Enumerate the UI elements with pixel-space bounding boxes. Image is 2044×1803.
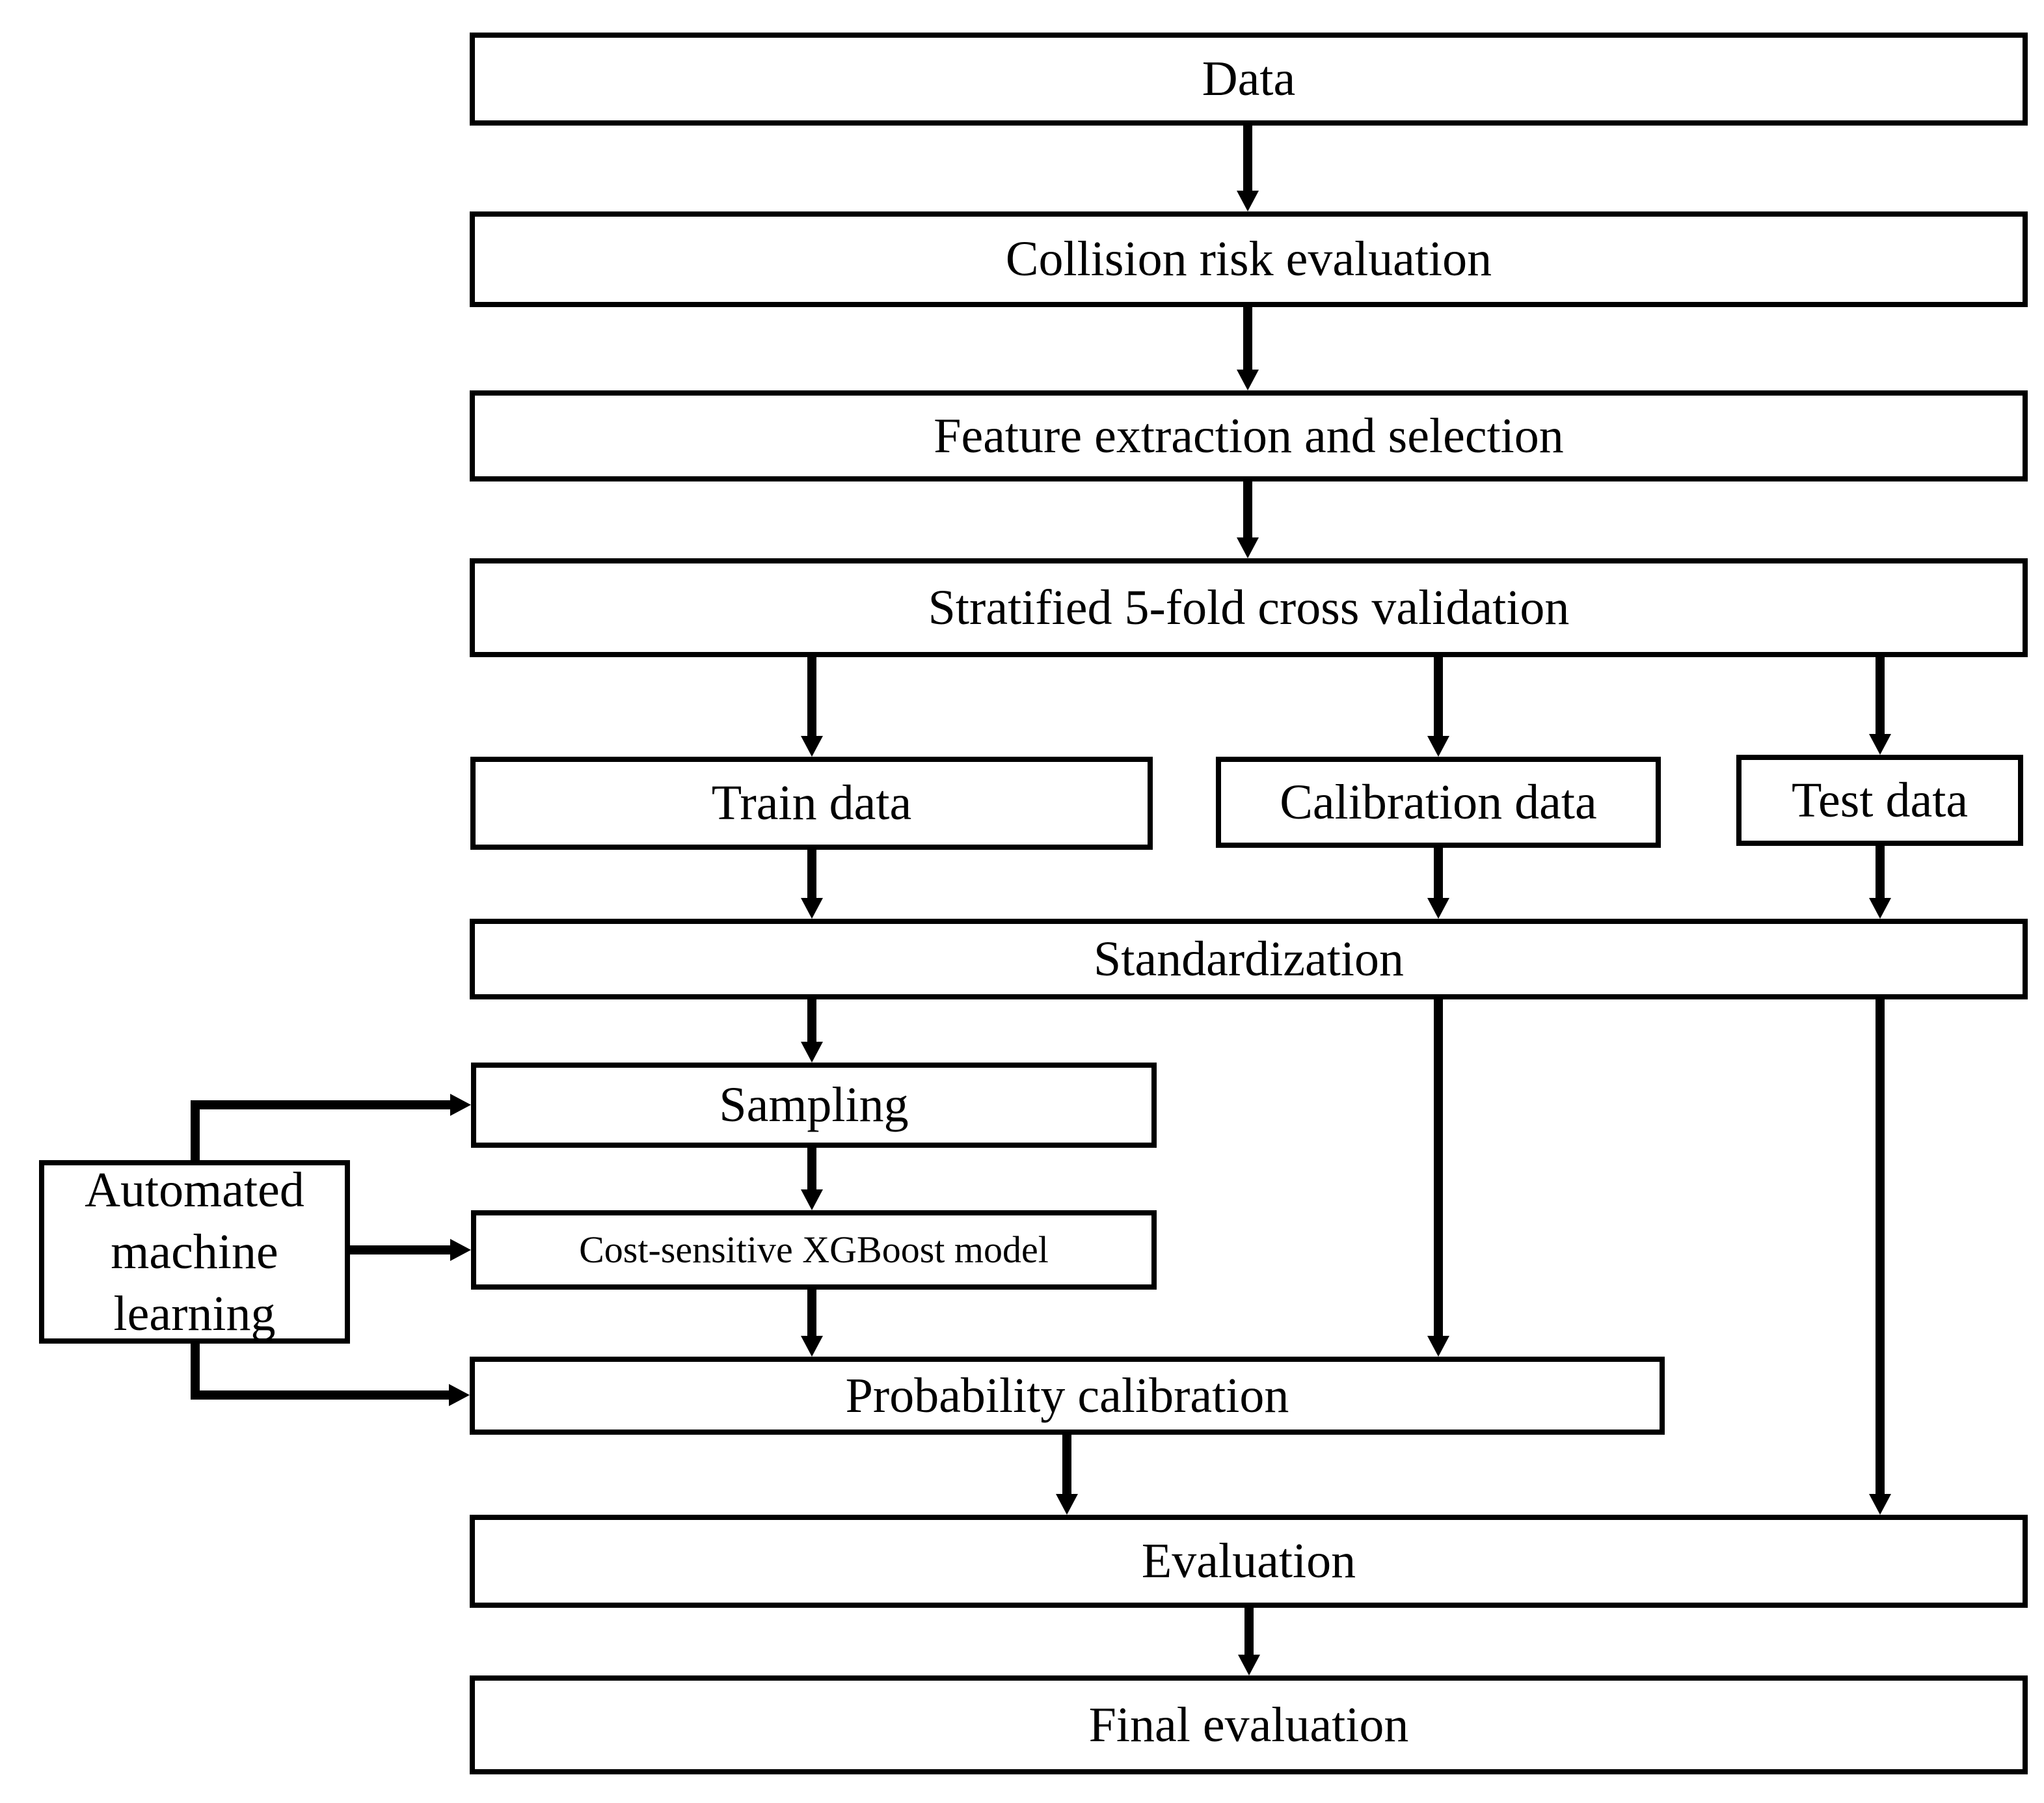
edge-xgboost-probcalibration-arrowhead — [801, 1336, 823, 1357]
edge-stratified-test-arrowhead — [1869, 734, 1891, 755]
edge-standardization-evaluation-line — [1876, 999, 1885, 1494]
edge-test-standardization-arrowhead — [1869, 898, 1891, 919]
edge-collision-feature-arrowhead — [1237, 370, 1259, 390]
node-calibration-data: Calibration data — [1216, 757, 1661, 848]
edge-test-standardization-line — [1876, 846, 1885, 898]
node-automated-machine-learning: Automated machine learning — [39, 1160, 350, 1344]
edge-feature-stratified-arrowhead — [1237, 537, 1259, 558]
node-data: Data — [470, 33, 2028, 126]
edge-feature-stratified-line — [1243, 481, 1252, 537]
edge-train-standardization-arrowhead — [801, 898, 823, 919]
edge-stratified-train-arrowhead — [801, 736, 823, 757]
node-cost-sensitive-xgboost-model: Cost-sensitive XGBoost model — [471, 1210, 1157, 1290]
edge-stratified-calibration-arrowhead — [1427, 736, 1449, 757]
edge-automl-probcalibration-riser — [191, 1344, 200, 1400]
edge-evaluation-finalevaluation-arrowhead — [1238, 1655, 1260, 1675]
edge-probcalibration-evaluation-line — [1062, 1435, 1071, 1494]
edge-probcalibration-evaluation-arrowhead — [1056, 1494, 1078, 1515]
edge-automl-probcalibration-line — [191, 1390, 449, 1400]
edge-sampling-xgboost-arrowhead — [801, 1189, 823, 1210]
edge-stratified-train-line — [807, 657, 816, 736]
node-feature-extraction-selection: Feature extraction and selection — [470, 390, 2028, 481]
edge-standardization-evaluation-arrowhead — [1869, 1494, 1891, 1515]
node-collision-risk-evaluation: Collision risk evaluation — [470, 211, 2028, 307]
edge-sampling-xgboost-line — [807, 1148, 816, 1189]
edge-data-collision-arrowhead — [1237, 191, 1259, 211]
edge-standardization-sampling-arrowhead — [801, 1042, 823, 1063]
edge-standardization-sampling-line — [807, 999, 816, 1042]
node-sampling: Sampling — [471, 1063, 1157, 1148]
node-stratified-cross-validation: Stratified 5-fold cross validation — [470, 558, 2028, 657]
edge-automl-xgboost-arrowhead — [450, 1239, 471, 1261]
edge-xgboost-probcalibration-line — [807, 1290, 816, 1336]
edge-standardization-probcalibration-arrowhead — [1427, 1336, 1449, 1357]
edge-data-collision-line — [1243, 126, 1252, 191]
edge-automl-sampling-riser — [191, 1105, 200, 1160]
edge-train-standardization-line — [807, 850, 816, 898]
edge-calibration-standardization-line — [1434, 848, 1443, 898]
edge-standardization-probcalibration-line — [1434, 999, 1443, 1336]
node-train-data: Train data — [470, 757, 1153, 850]
node-standardization: Standardization — [470, 919, 2028, 999]
edge-calibration-standardization-arrowhead — [1427, 898, 1449, 919]
edge-automl-probcalibration-arrowhead — [449, 1384, 470, 1406]
edge-automl-sampling-line — [191, 1100, 450, 1109]
edge-automl-sampling-arrowhead — [450, 1094, 471, 1116]
node-evaluation: Evaluation — [470, 1515, 2028, 1608]
edge-stratified-test-line — [1876, 657, 1885, 734]
node-final-evaluation: Final evaluation — [470, 1675, 2028, 1774]
edge-collision-feature-line — [1243, 307, 1252, 370]
node-test-data: Test data — [1736, 755, 2023, 846]
edge-automl-xgboost-line — [350, 1245, 450, 1254]
edge-evaluation-finalevaluation-line — [1244, 1608, 1254, 1655]
edge-stratified-calibration-line — [1434, 657, 1443, 736]
node-probability-calibration: Probability calibration — [470, 1357, 1665, 1435]
